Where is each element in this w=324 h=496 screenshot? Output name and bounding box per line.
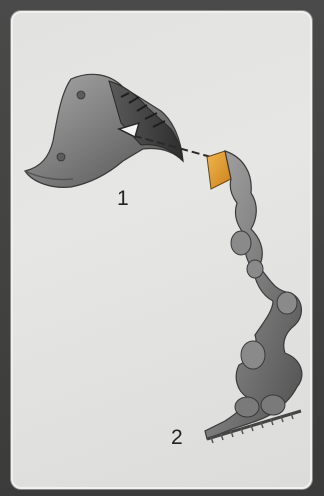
part-1-housing [25,74,183,187]
illustration [11,11,312,489]
part-2-arm [205,151,302,443]
instruction-card: 1 2 [10,10,313,490]
part-1-label: 1 [117,187,129,211]
part-2-label: 2 [171,426,183,450]
